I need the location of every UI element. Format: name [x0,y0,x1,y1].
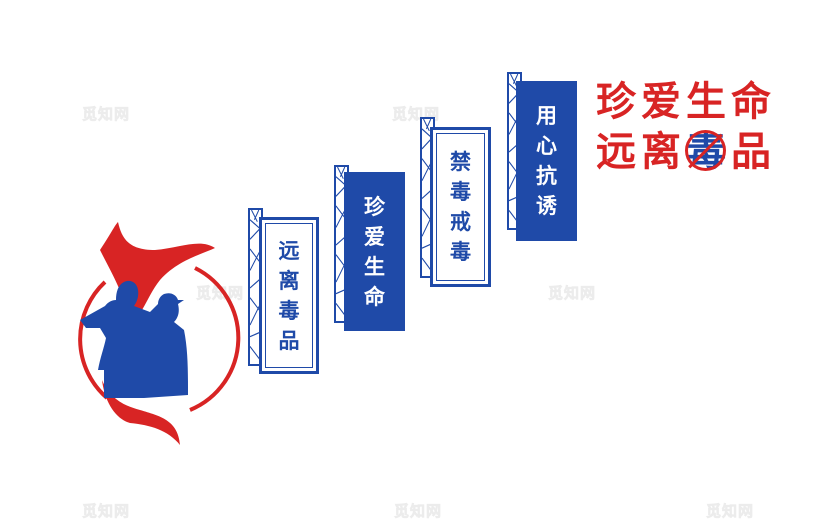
watermark: 觅知网 [394,502,443,521]
sign-box: 珍 爱 生 命 [344,172,405,331]
headline-char: 珍 [596,79,637,125]
headline-line-1: 珍 爱 生 命 [594,77,774,127]
headline-char: 生 [686,79,727,125]
sign-char: 远 [278,238,300,263]
watermark: 觅知网 [548,284,597,303]
prohibited-drug-char: 毒 [684,127,729,177]
sign-char: 禁 [450,150,471,174]
watermark: 觅知网 [82,502,131,521]
sign-char: 诱 [536,194,557,218]
sign-char: 离 [278,268,300,293]
sign-box: 禁 毒 戒 毒 [430,127,491,287]
headline-char: 品 [731,129,772,175]
watermark: 觅知网 [196,284,245,303]
sign-char: 珍 [364,194,385,219]
sign-char: 爱 [364,224,385,249]
sign-char: 生 [364,254,385,279]
headline-char: 命 [731,79,772,125]
headline-char: 离 [641,129,682,175]
sign-box: 用 心 抗 诱 [516,81,577,241]
sign-char: 毒 [450,240,471,264]
headline-char: 远 [596,129,637,175]
sign-char: 心 [536,134,557,158]
sign-char: 抗 [536,164,557,188]
sign-char: 毒 [278,298,300,323]
watermark: 觅知网 [82,105,131,124]
sign-char: 用 [536,104,557,128]
headline-slogan: 珍 爱 生 命 远 离 毒 品 [594,77,774,177]
headline-char: 爱 [641,79,682,125]
watermark: 觅知网 [706,502,755,521]
sign-box: 远 离 毒 品 [259,217,319,374]
sign-char: 命 [364,284,385,309]
sign-char: 毒 [450,180,471,204]
saluting-figures-with-red-flag-icon [60,220,260,460]
prohibition-circle-icon [685,130,726,171]
headline-line-2: 远 离 毒 品 [594,127,774,177]
sign-char: 品 [278,328,300,353]
sign-char: 戒 [450,210,471,234]
